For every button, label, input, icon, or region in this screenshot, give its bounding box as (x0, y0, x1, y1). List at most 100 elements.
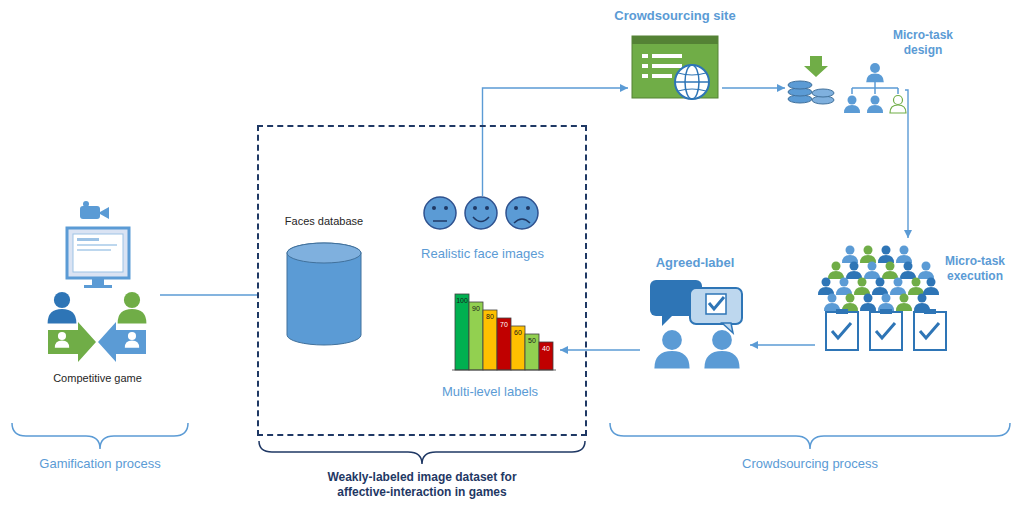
agreement-icon (709, 297, 724, 309)
face-icons (444, 206, 448, 210)
crowd-icon (818, 246, 946, 351)
flow-arrow (560, 349, 640, 350)
node-label: Weakly-labeled image dataset for affecti… (322, 470, 522, 500)
crowd-icon (900, 262, 916, 280)
crowd-icon (854, 278, 870, 296)
agreement-icon (704, 330, 739, 369)
game-illustration (98, 322, 146, 362)
label-bar-chart (469, 302, 483, 370)
agreement-icon (650, 280, 742, 369)
dataset-group: Weakly-labeled image dataset for affecti… (257, 125, 587, 436)
crowd-icon (846, 262, 862, 280)
face-icons (473, 206, 477, 210)
node-label: Faces database (279, 215, 369, 229)
face-icons (465, 197, 497, 229)
website-icon (678, 73, 706, 91)
task-design-icon (866, 63, 884, 82)
crowd-icon (826, 312, 858, 350)
bar-value: 80 (483, 313, 497, 321)
game-illustration (125, 332, 139, 348)
task-design-icon (890, 96, 906, 114)
face-icons (514, 206, 518, 210)
face-icons (424, 197, 538, 229)
game-illustration (80, 206, 100, 219)
crowd-icon (924, 309, 936, 314)
website-icon (652, 64, 682, 68)
label-bar-chart (452, 294, 556, 370)
crowd-icon (908, 278, 924, 296)
face-icons (485, 206, 489, 210)
database-cylinder (287, 243, 361, 345)
crowd-icon (836, 278, 852, 296)
brace (259, 441, 585, 464)
face-icons (424, 197, 456, 229)
website-icon (642, 54, 648, 58)
bar-value: 40 (539, 345, 553, 353)
website-icon (675, 81, 709, 83)
agreement-icon (706, 294, 726, 314)
crowd-icon (828, 262, 844, 280)
task-execution-node: Micro-task execution (815, 238, 940, 352)
node-label: Competitive game (35, 372, 160, 386)
task-design-icon (844, 96, 860, 114)
node-label: Micro-task design (888, 28, 958, 58)
label-bar-chart (483, 310, 497, 370)
bar-value: 60 (511, 329, 525, 337)
brace (610, 423, 1010, 449)
task-design-icon (844, 96, 860, 114)
flow-arrow (905, 90, 908, 238)
website-icon (652, 74, 672, 78)
game-illustration (67, 228, 129, 278)
agreement-icon (662, 315, 673, 326)
flow-arrow (160, 294, 257, 295)
game-illustration (48, 292, 77, 324)
crowd-icon (864, 262, 880, 280)
crowd-icon (842, 294, 858, 312)
game-illustration (92, 278, 104, 285)
flow-arrow (722, 87, 785, 88)
crowd-icon (878, 246, 894, 264)
task-design-icon (867, 96, 883, 114)
game-illustration (77, 249, 111, 251)
website-icon (632, 36, 718, 98)
website-icon (675, 65, 709, 99)
agreement-icon (690, 288, 742, 324)
face-icons (514, 219, 530, 223)
task-design-icon (867, 96, 883, 114)
crowd-icon (836, 309, 848, 314)
game-illustration (118, 292, 147, 324)
game-illustration (84, 285, 112, 288)
task-design-icon (812, 89, 834, 97)
website-icon (642, 64, 648, 68)
task-design-icon (890, 96, 906, 114)
website-icon (642, 74, 648, 78)
crowd-icon (860, 246, 876, 264)
face-icons (506, 197, 538, 229)
flow-arrow (483, 88, 629, 196)
task-design-icon (852, 82, 898, 94)
face-icons (526, 206, 530, 210)
label-bar-chart (525, 334, 539, 370)
game-illustration (100, 207, 109, 219)
process-label: Gamification process (20, 456, 180, 472)
label-chart-node: Multi-level labels (420, 290, 560, 402)
crowd-icon (842, 246, 858, 264)
task-design-node: Micro-task design (785, 55, 905, 118)
crowd-icon (832, 323, 851, 338)
game-icon-node: Competitive game (35, 200, 160, 390)
crowd-icon (870, 312, 902, 350)
game-illustration (73, 234, 123, 272)
website-icon (632, 36, 718, 44)
task-design-icon (788, 81, 812, 89)
crowdsourcing-site-node: Crowdsourcing site (628, 33, 722, 104)
label-bar-chart (455, 294, 469, 370)
crowd-icon (824, 294, 840, 312)
game-illustration (48, 292, 77, 324)
game-illustration (48, 201, 147, 362)
task-design-icon (788, 56, 906, 113)
face-icons (432, 206, 436, 210)
task-design-icon (804, 56, 828, 77)
crowd-icon (890, 278, 906, 296)
agreed-label-node: Agreed-label (640, 276, 750, 376)
